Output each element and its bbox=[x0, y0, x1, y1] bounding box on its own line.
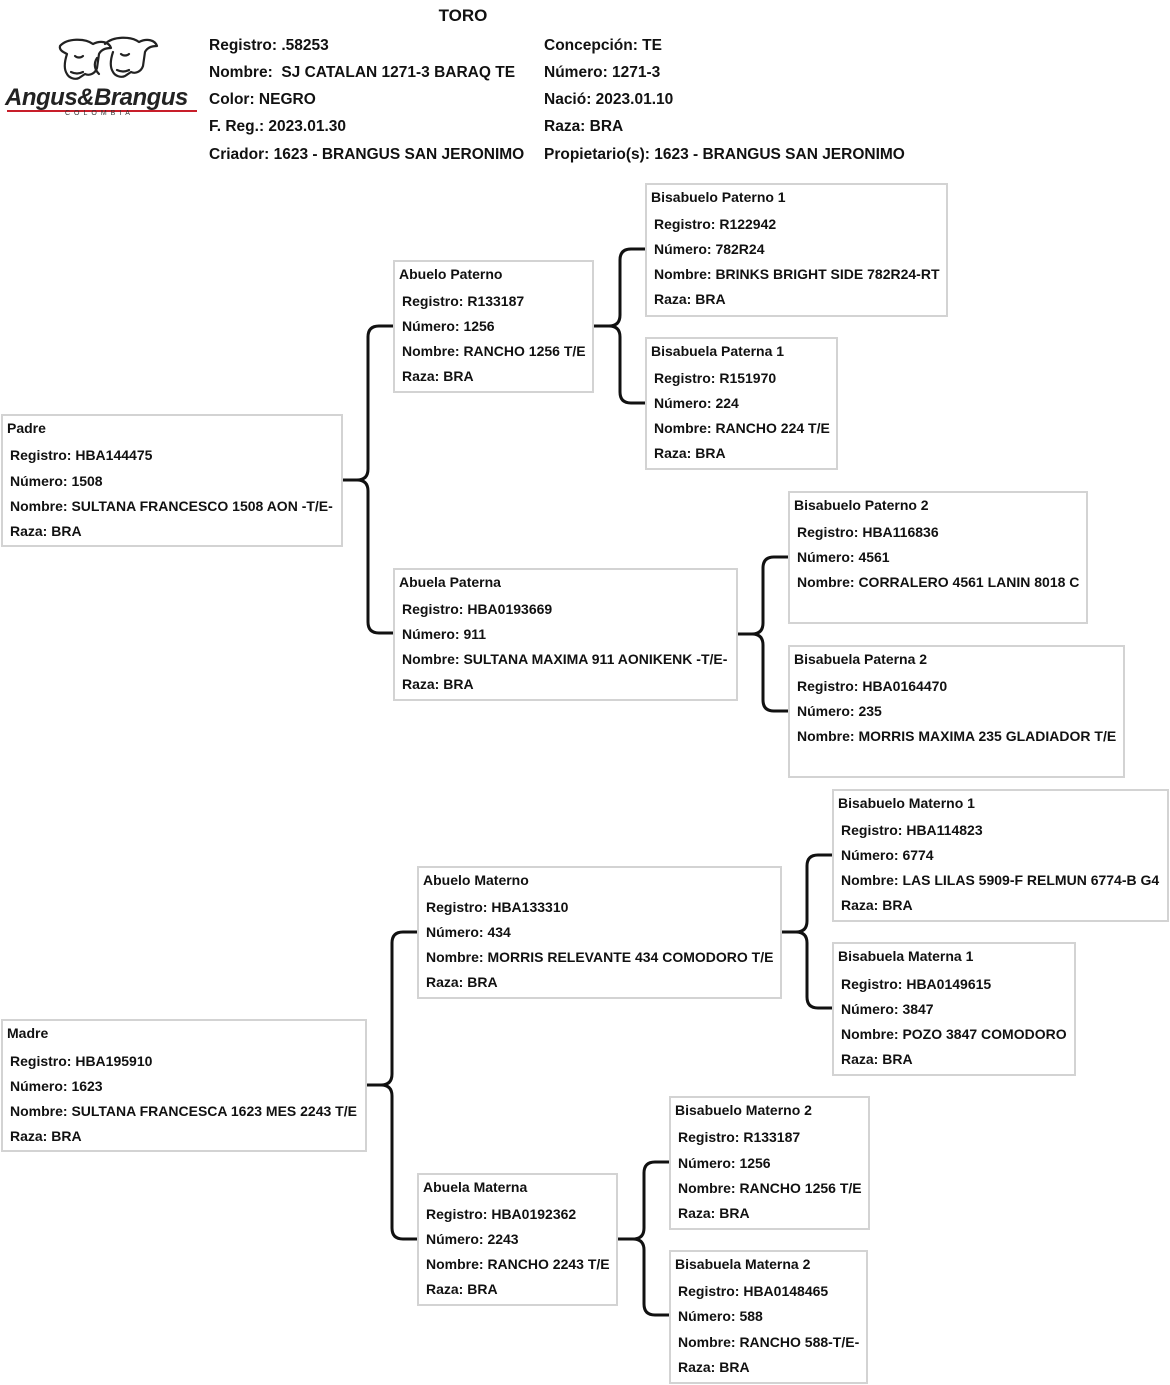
card-registro: Registro: HBA116836 bbox=[797, 524, 939, 540]
card-registro: Registro: R151970 bbox=[654, 370, 777, 386]
card-nombre: Nombre: RANCHO 1256 T/E bbox=[678, 1180, 862, 1196]
card-title: Bisabuela Materna 1 bbox=[838, 948, 974, 964]
header-raza: Raza: BRA bbox=[544, 118, 624, 135]
card-registro: Registro: R133187 bbox=[402, 293, 525, 309]
card-numero: Número: 1256 bbox=[402, 318, 495, 334]
card-numero: Número: 1623 bbox=[10, 1078, 103, 1094]
card-title: Abuelo Paterno bbox=[399, 266, 503, 282]
card-numero: Número: 588 bbox=[678, 1308, 763, 1324]
card-registro: Registro: HBA0164470 bbox=[797, 678, 948, 694]
card-madre: Madre Registro: HBA195910 Número: 1623 N… bbox=[1, 1019, 367, 1152]
card-raza: Raza: BRA bbox=[426, 1281, 498, 1297]
card-bisabuelo-materno-2: Bisabuelo Materno 2 Registro: R133187 Nú… bbox=[669, 1096, 870, 1230]
card-title: Abuelo Materno bbox=[423, 872, 529, 888]
card-bisabuelo-materno-1: Bisabuelo Materno 1 Registro: HBA114823 … bbox=[832, 789, 1169, 922]
card-registro: Registro: HBA0193669 bbox=[402, 601, 553, 617]
card-abuelo-paterno: Abuelo Paterno Registro: R133187 Número:… bbox=[393, 260, 594, 393]
card-raza: Raza: BRA bbox=[10, 523, 82, 539]
card-title: Bisabuela Materna 2 bbox=[675, 1256, 811, 1272]
card-nombre: Nombre: RANCHO 1256 T/E bbox=[402, 343, 586, 359]
card-raza: Raza: BRA bbox=[654, 291, 726, 307]
page-title: TORO bbox=[438, 6, 488, 25]
card-registro: Registro: HBA195910 bbox=[10, 1053, 153, 1069]
logo-underline bbox=[7, 110, 197, 112]
card-raza: Raza: BRA bbox=[654, 445, 726, 461]
card-numero: Número: 224 bbox=[654, 395, 739, 411]
card-nombre: Nombre: MORRIS MAXIMA 235 GLADIADOR T/E bbox=[797, 728, 1117, 744]
card-numero: Número: 6774 bbox=[841, 847, 934, 863]
card-abuela-materna: Abuela Materna Registro: HBA0192362 Núme… bbox=[417, 1173, 618, 1306]
card-raza: Raza: BRA bbox=[402, 676, 474, 692]
card-nombre: Nombre: CORRALERO 4561 LANIN 8018 C bbox=[797, 574, 1080, 590]
card-numero: Número: 434 bbox=[426, 924, 511, 940]
header-color: Color: NEGRO bbox=[209, 91, 316, 108]
card-numero: Número: 4561 bbox=[797, 549, 890, 565]
card-title: Bisabuela Paterna 2 bbox=[794, 651, 928, 667]
card-abuelo-materno: Abuelo Materno Registro: HBA133310 Númer… bbox=[417, 866, 782, 999]
card-title: Bisabuelo Paterno 1 bbox=[651, 189, 786, 205]
card-raza: Raza: BRA bbox=[678, 1359, 750, 1375]
card-raza: Raza: BRA bbox=[678, 1205, 750, 1221]
card-nombre: Nombre: RANCHO 2243 T/E bbox=[426, 1256, 610, 1272]
card-title: Bisabuelo Materno 1 bbox=[838, 795, 975, 811]
angus-brangus-logo: Angus&Brangus COLOMBIA bbox=[5, 34, 201, 122]
card-bisabuela-materna-2: Bisabuela Materna 2 Registro: HBA0148465… bbox=[669, 1250, 868, 1384]
card-raza: Raza: BRA bbox=[841, 897, 913, 913]
card-nombre: Nombre: LAS LILAS 5909-F RELMUN 6774-B G… bbox=[841, 872, 1160, 888]
card-title: Bisabuelo Materno 2 bbox=[675, 1102, 812, 1118]
card-numero: Número: 3847 bbox=[841, 1001, 934, 1017]
card-raza: Raza: BRA bbox=[402, 368, 474, 384]
header-concepcion: Concepción: TE bbox=[544, 37, 662, 54]
card-nombre: Nombre: RANCHO 224 T/E bbox=[654, 420, 830, 436]
card-registro: Registro: HBA133310 bbox=[426, 899, 569, 915]
header-fecha-registro: F. Reg.: 2023.01.30 bbox=[209, 118, 346, 135]
card-registro: Registro: HBA0149615 bbox=[841, 976, 992, 992]
logo-text: Angus&Brangus bbox=[5, 84, 188, 111]
card-title: Bisabuelo Paterno 2 bbox=[794, 497, 929, 513]
card-nombre: Nombre: MORRIS RELEVANTE 434 COMODORO T/… bbox=[426, 949, 774, 965]
card-bisabuelo-paterno-2: Bisabuelo Paterno 2 Registro: HBA116836 … bbox=[788, 491, 1088, 624]
card-bisabuela-materna-1: Bisabuela Materna 1 Registro: HBA0149615… bbox=[832, 942, 1076, 1076]
card-title: Bisabuela Paterna 1 bbox=[651, 343, 785, 359]
card-nombre: Nombre: SULTANA FRANCESCA 1623 MES 2243 … bbox=[10, 1103, 357, 1119]
card-registro: Registro: HBA0148465 bbox=[678, 1283, 829, 1299]
logo-subtitle: COLOMBIA bbox=[65, 110, 134, 117]
card-registro: Registro: HBA0192362 bbox=[426, 1206, 577, 1222]
cattle-heads-icon bbox=[58, 36, 159, 80]
card-nombre: Nombre: SULTANA FRANCESCO 1508 AON -T/E- bbox=[10, 498, 333, 514]
card-registro: Registro: HBA144475 bbox=[10, 447, 153, 463]
card-raza: Raza: BRA bbox=[10, 1128, 82, 1144]
card-raza: Raza: BRA bbox=[841, 1051, 913, 1067]
card-registro: Registro: HBA114823 bbox=[841, 822, 983, 838]
card-abuela-paterna: Abuela Paterna Registro: HBA0193669 Núme… bbox=[393, 568, 738, 701]
header-registro: Registro: .58253 bbox=[209, 37, 329, 54]
card-nombre: Nombre: RANCHO 588-T/E- bbox=[678, 1334, 860, 1350]
header-propietario: Propietario(s): 1623 - BRANGUS SAN JERON… bbox=[544, 146, 905, 163]
header-nacio: Nació: 2023.01.10 bbox=[544, 91, 674, 108]
card-padre: Padre Registro: HBA144475 Número: 1508 N… bbox=[1, 414, 343, 547]
card-bisabuela-paterna-2: Bisabuela Paterna 2 Registro: HBA0164470… bbox=[788, 645, 1125, 778]
card-numero: Número: 2243 bbox=[426, 1231, 519, 1247]
card-title: Madre bbox=[7, 1025, 49, 1041]
header-nombre: Nombre: SJ CATALAN 1271-3 BARAQ TE bbox=[209, 64, 516, 81]
header-numero: Número: 1271-3 bbox=[544, 64, 661, 81]
card-nombre: Nombre: SULTANA MAXIMA 911 AONIKENK -T/E… bbox=[402, 651, 728, 667]
card-nombre: Nombre: POZO 3847 COMODORO bbox=[841, 1026, 1067, 1042]
card-numero: Número: 782R24 bbox=[654, 241, 765, 257]
card-title: Padre bbox=[7, 420, 46, 436]
card-numero: Número: 1508 bbox=[10, 473, 103, 489]
card-registro: Registro: R133187 bbox=[678, 1129, 801, 1145]
card-raza: Raza: BRA bbox=[426, 974, 498, 990]
card-title: Abuela Paterna bbox=[399, 574, 501, 590]
card-numero: Número: 235 bbox=[797, 703, 882, 719]
card-numero: Número: 911 bbox=[402, 626, 487, 642]
card-nombre: Nombre: BRINKS BRIGHT SIDE 782R24-RT bbox=[654, 266, 940, 282]
card-bisabuelo-paterno-1: Bisabuelo Paterno 1 Registro: R122942 Nú… bbox=[645, 183, 948, 317]
card-title: Abuela Materna bbox=[423, 1179, 528, 1195]
header-criador: Criador: 1623 - BRANGUS SAN JERONIMO bbox=[209, 146, 525, 163]
card-registro: Registro: R122942 bbox=[654, 216, 777, 232]
card-bisabuela-paterna-1: Bisabuela Paterna 1 Registro: R151970 Nú… bbox=[645, 337, 838, 470]
card-numero: Número: 1256 bbox=[678, 1155, 771, 1171]
